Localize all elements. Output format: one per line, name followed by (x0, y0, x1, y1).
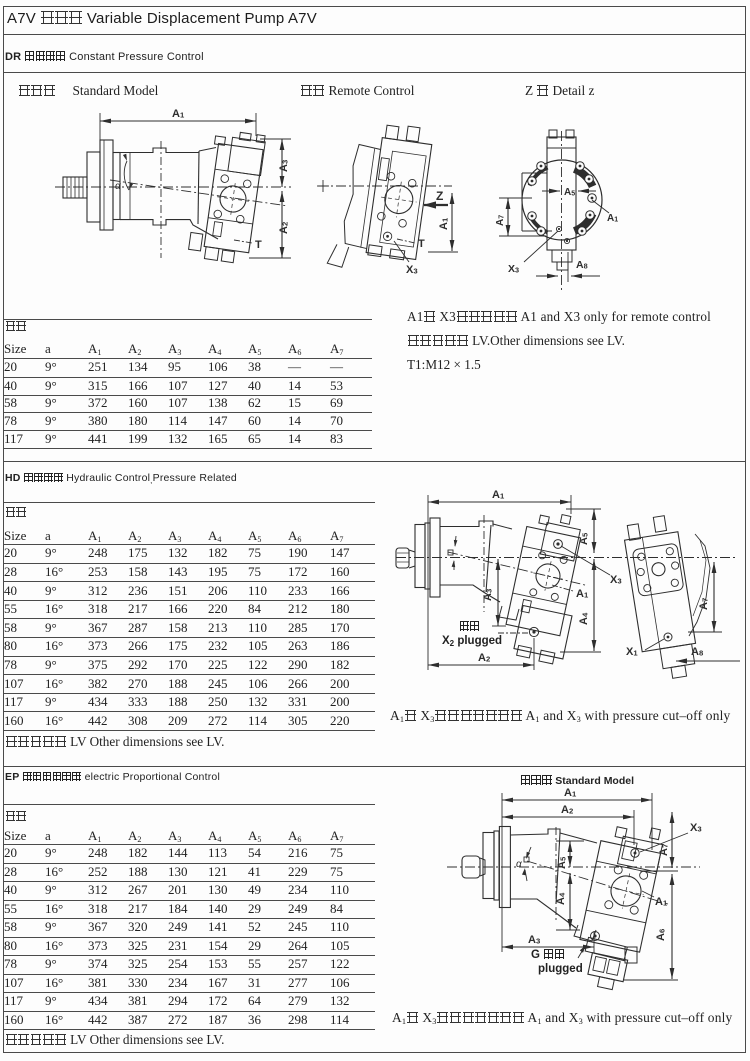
svg-text:A3: A3 (528, 934, 540, 946)
svg-text:T: T (255, 239, 262, 251)
svg-text:X3: X3 (508, 263, 519, 275)
svg-text:Z: Z (436, 189, 443, 203)
svg-text:A7: A7 (495, 215, 506, 226)
svg-text:A4: A4 (555, 892, 567, 905)
svg-text:A6: A6 (655, 929, 667, 941)
svg-text:A2: A2 (278, 222, 290, 234)
svg-text:X3: X3 (406, 264, 418, 276)
svg-text:A1: A1 (655, 896, 668, 908)
svg-text:X3: X3 (690, 822, 702, 834)
svg-text:X1: X1 (626, 646, 638, 658)
svg-text:A2: A2 (478, 652, 490, 664)
svg-text:X3: X3 (610, 574, 622, 586)
svg-text:α: α (115, 181, 121, 192)
svg-text:A8: A8 (691, 646, 704, 658)
svg-text:A4: A4 (578, 612, 590, 625)
svg-text:A1: A1 (172, 108, 185, 120)
svg-text:A7: A7 (658, 844, 670, 856)
svg-text:A5: A5 (564, 187, 575, 198)
svg-text:A3: A3 (482, 589, 494, 601)
svg-text:A2: A2 (561, 804, 573, 816)
svg-text:T: T (418, 238, 425, 250)
svg-text:A3: A3 (278, 160, 290, 172)
svg-text:A5: A5 (578, 532, 590, 545)
svg-text:A1: A1 (576, 588, 589, 600)
svg-text:A8: A8 (576, 259, 588, 271)
svg-text:A7: A7 (698, 598, 710, 610)
svg-text:A1: A1 (564, 788, 577, 799)
svg-text:A1: A1 (492, 489, 505, 501)
svg-text:A5: A5 (556, 856, 568, 869)
svg-text:α: α (516, 859, 522, 870)
svg-text:A1: A1 (607, 213, 618, 224)
svg-text:A1: A1 (438, 217, 450, 230)
